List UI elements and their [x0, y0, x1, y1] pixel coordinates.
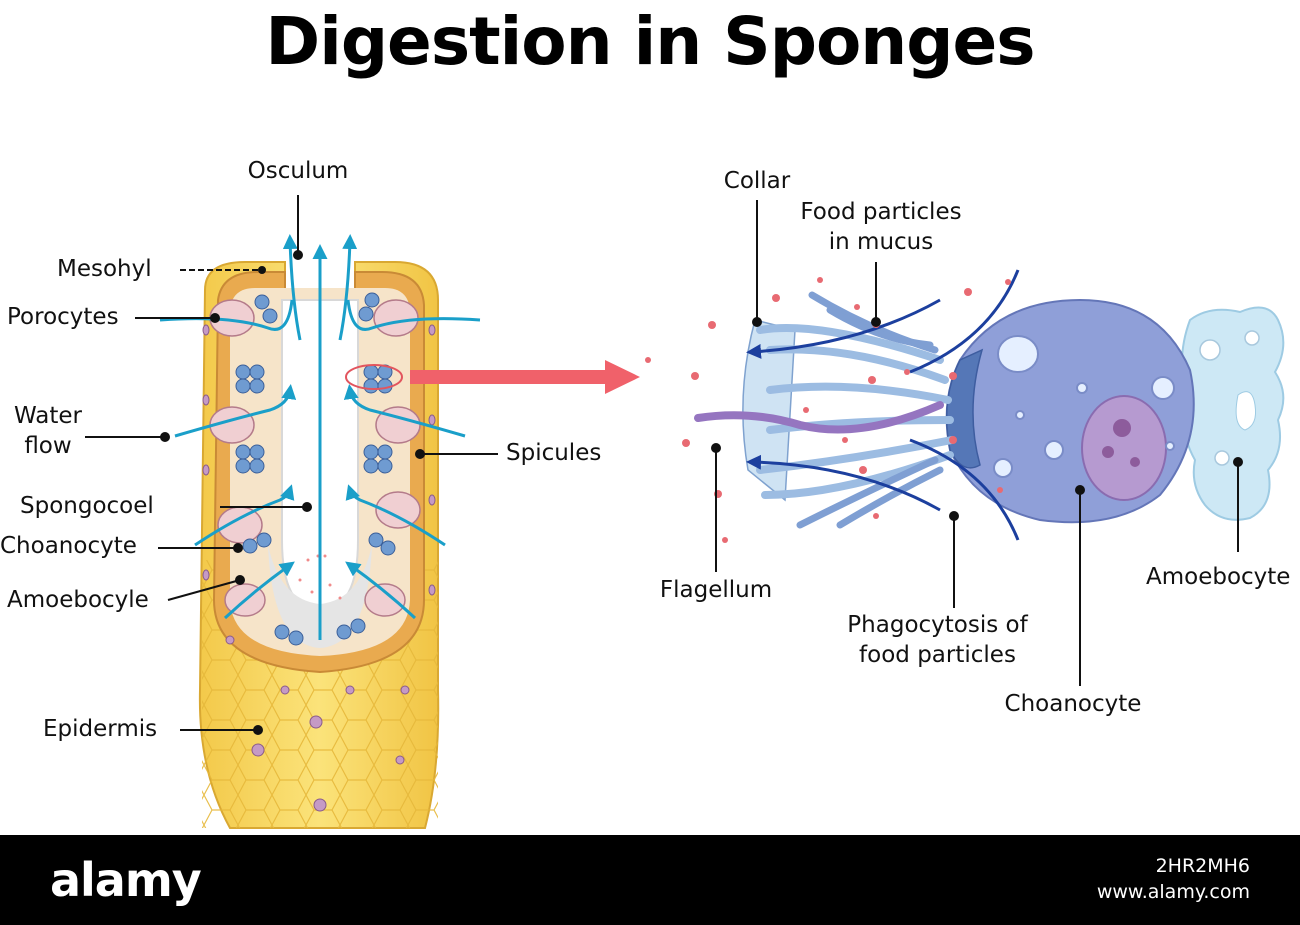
label-choanocyte: Choanocyte [0, 533, 137, 559]
label-amoebocyte: Amoebocyte [1146, 564, 1291, 590]
label-epidermis: Epidermis [43, 716, 158, 742]
stock-footer: alamy 2HR2MH6 www.alamy.com [0, 835, 1300, 925]
label-mesohyl: Mesohyl [57, 256, 152, 282]
zoom-arrow [410, 360, 640, 394]
alamy-logo: alamy [50, 853, 202, 907]
label-spongocoel: Spongocoel [20, 493, 154, 519]
label-osculum: Osculum [247, 158, 349, 184]
label-choanocyte-cell: Choanocyte [1004, 691, 1142, 717]
label-porocytes: Porocytes [7, 304, 119, 330]
label-water-flow: Water flow [14, 403, 82, 459]
left-leader-lines [85, 195, 498, 735]
choanocyte-detail [645, 269, 1285, 543]
sponge-diagram [85, 195, 1285, 829]
right-leader-lines [711, 200, 1243, 686]
site-url: www.alamy.com [1096, 881, 1250, 903]
label-collar: Collar [723, 168, 791, 194]
image-id-code: 2HR2MH6 [1155, 855, 1250, 877]
image-id: 2HR2MH6 www.alamy.com [1097, 853, 1250, 905]
label-food-particles: Food particles in mucus [800, 199, 962, 255]
label-spicules: Spicules [506, 440, 602, 466]
label-flagellum: Flagellum [659, 577, 773, 603]
label-phagocytosis: Phagocytosis of food particles [847, 612, 1028, 668]
label-amoebocyle: Amoebocyle [7, 587, 149, 613]
page-title: Digestion in Sponges [265, 3, 1035, 80]
